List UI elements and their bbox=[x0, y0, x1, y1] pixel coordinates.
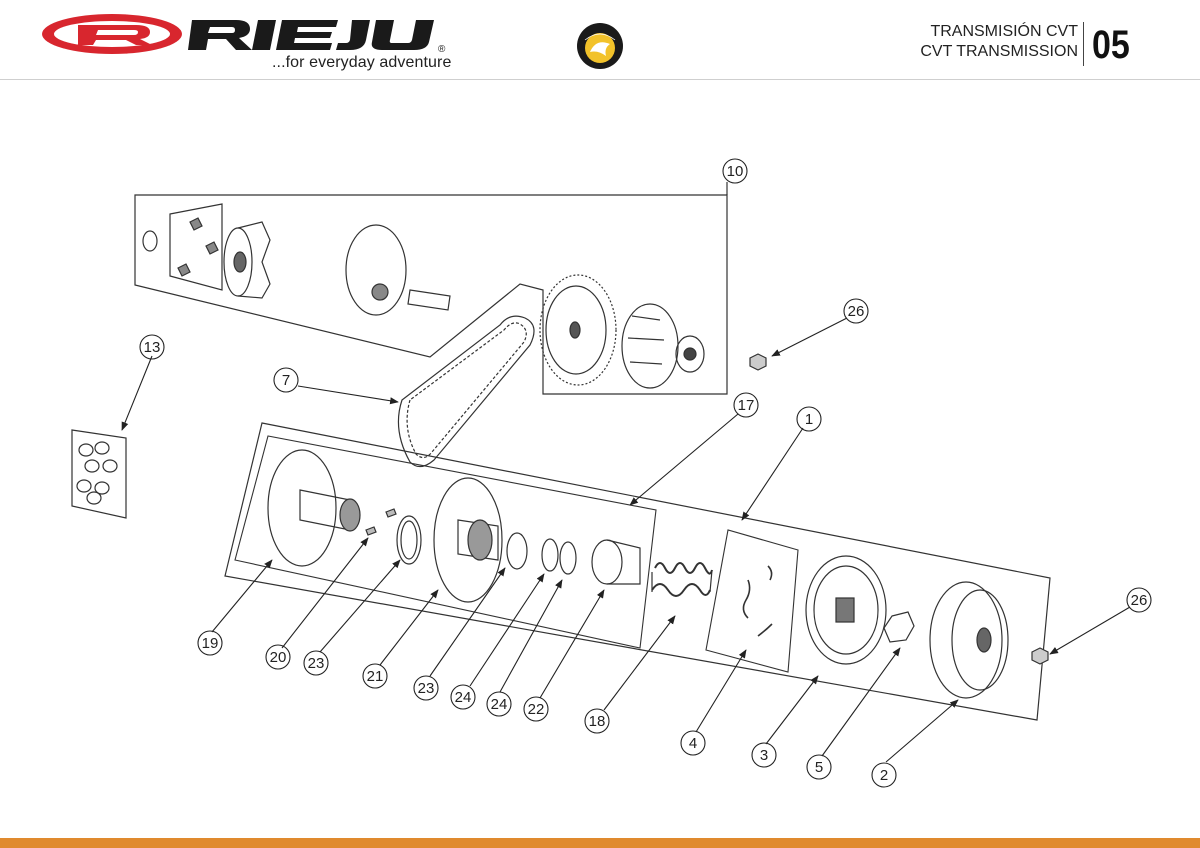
svg-text:17: 17 bbox=[738, 397, 755, 414]
callout-3: 3 bbox=[751, 742, 777, 768]
drive-pulley-kit-outline bbox=[134, 194, 728, 395]
drive-belt bbox=[397, 315, 535, 468]
svg-text:26: 26 bbox=[848, 303, 865, 320]
flange-nuts bbox=[749, 353, 1049, 665]
clutch-assembly-outline bbox=[224, 422, 1051, 721]
rieju-logo: ® bbox=[42, 14, 446, 55]
callout-24a: 24 bbox=[450, 684, 476, 710]
callout-10: 10 bbox=[722, 158, 748, 184]
svg-text:26: 26 bbox=[1131, 592, 1148, 609]
svg-text:2: 2 bbox=[880, 767, 888, 784]
callout-2: 2 bbox=[871, 762, 897, 788]
title-divider bbox=[1083, 22, 1084, 66]
eye-ride-seal-icon bbox=[577, 23, 623, 69]
svg-text:21: 21 bbox=[367, 668, 384, 685]
svg-text:20: 20 bbox=[270, 649, 287, 666]
exploded-parts-diagram: 10 26 26 13 7 17 1 19 20 23 21 23 24 24 … bbox=[71, 158, 1152, 788]
springs-kit-outline bbox=[705, 529, 799, 673]
leader-lines bbox=[121, 182, 1131, 763]
section-title: TRANSMISIÓN CVT CVT TRANSMISSION bbox=[920, 22, 1078, 62]
svg-text:3: 3 bbox=[760, 747, 768, 764]
header-rule bbox=[0, 79, 1200, 80]
svg-text:4: 4 bbox=[689, 735, 697, 752]
callout-23a: 23 bbox=[303, 650, 329, 676]
callout-4: 4 bbox=[680, 730, 706, 756]
section-title-en: CVT TRANSMISSION bbox=[920, 43, 1078, 60]
driven-pulley-parts bbox=[267, 449, 713, 603]
footer-bar bbox=[0, 838, 1200, 848]
washer-small bbox=[142, 230, 158, 252]
callout-17: 17 bbox=[733, 392, 759, 418]
svg-text:24: 24 bbox=[491, 696, 508, 713]
svg-text:23: 23 bbox=[308, 655, 325, 672]
page-header: ® ...for everyday adventure TRANSMISIÓN … bbox=[0, 0, 1200, 80]
callout-1: 1 bbox=[796, 406, 822, 432]
callout-24b: 24 bbox=[486, 691, 512, 717]
svg-text:18: 18 bbox=[589, 713, 606, 730]
callout-23b: 23 bbox=[413, 675, 439, 701]
callout-21: 21 bbox=[362, 663, 388, 689]
callout-7: 7 bbox=[273, 367, 299, 393]
slider-plate-box bbox=[169, 203, 223, 291]
svg-text:7: 7 bbox=[282, 372, 290, 389]
clutch-parts bbox=[742, 555, 1009, 699]
svg-text:1: 1 bbox=[805, 411, 813, 428]
callouts: 10 26 26 13 7 17 1 19 20 23 21 23 24 24 … bbox=[139, 158, 1152, 788]
svg-text:22: 22 bbox=[528, 701, 545, 718]
svg-text:23: 23 bbox=[418, 680, 435, 697]
driven-pulley-kit-outline bbox=[234, 435, 657, 649]
brand-tagline: ...for everyday adventure bbox=[272, 54, 452, 71]
section-number: 05 bbox=[1092, 23, 1130, 67]
callout-26a: 26 bbox=[843, 298, 869, 324]
svg-text:5: 5 bbox=[815, 759, 823, 776]
section-title-es: TRANSMISIÓN CVT bbox=[930, 23, 1078, 40]
svg-text:24: 24 bbox=[455, 689, 472, 706]
callout-20: 20 bbox=[265, 644, 291, 670]
svg-text:10: 10 bbox=[727, 163, 744, 180]
callout-18: 18 bbox=[584, 708, 610, 734]
callout-26b: 26 bbox=[1126, 587, 1152, 613]
svg-text:19: 19 bbox=[202, 635, 219, 652]
callout-19: 19 bbox=[197, 630, 223, 656]
callout-22: 22 bbox=[523, 696, 549, 722]
callout-5: 5 bbox=[806, 754, 832, 780]
callout-13: 13 bbox=[139, 334, 165, 360]
roller-weights-kit bbox=[71, 429, 127, 519]
registered-mark: ® bbox=[438, 44, 446, 55]
svg-text:13: 13 bbox=[144, 339, 161, 356]
drive-pulley-parts bbox=[142, 203, 705, 389]
